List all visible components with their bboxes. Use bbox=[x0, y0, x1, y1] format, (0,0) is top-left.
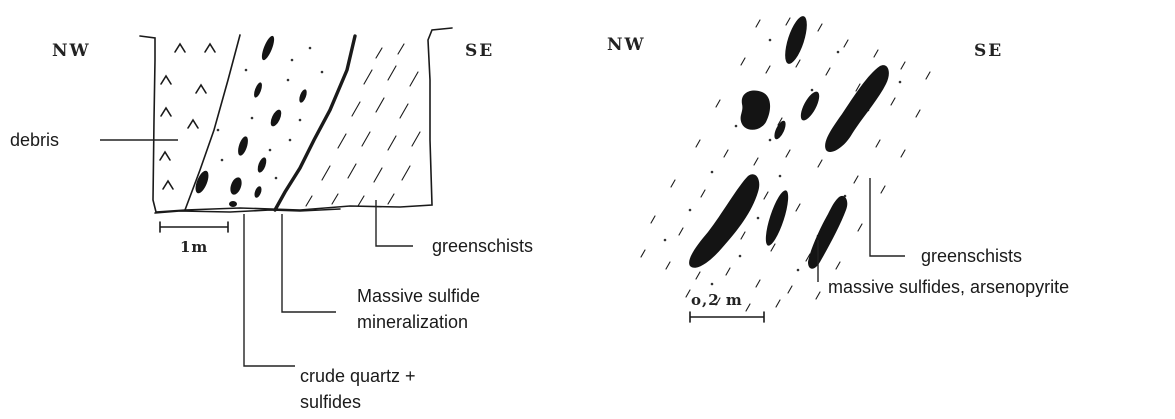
massive-sulfide-lenses bbox=[689, 14, 889, 269]
left-scale-label: 1m bbox=[180, 238, 208, 256]
right-scale-bar: o,2 m bbox=[690, 291, 764, 322]
left-scale-bar: 1m bbox=[160, 222, 228, 256]
massive-sulfide-label-line2: mineralization bbox=[357, 312, 468, 332]
right-scale-label: o,2 m bbox=[691, 291, 743, 309]
massive-sulfide-vein bbox=[275, 36, 355, 210]
right-greenschists-label: greenschists bbox=[921, 246, 1022, 266]
debris-carets bbox=[160, 44, 215, 189]
massive-sulfide-leader bbox=[282, 214, 336, 312]
debris-label: debris bbox=[10, 130, 59, 150]
right-cross-section: NW SE bbox=[607, 14, 1069, 322]
left-nw-label: NW bbox=[52, 41, 91, 61]
right-greenschist-texture bbox=[641, 18, 930, 311]
left-trench-outline bbox=[140, 28, 452, 212]
massive-sulfides-label: massive sulfides, arsenopyrite bbox=[828, 277, 1069, 297]
massive-sulfide-label-line1: Massive sulfide bbox=[357, 286, 480, 306]
right-nw-label: NW bbox=[607, 35, 646, 55]
left-se-label: SE bbox=[465, 41, 494, 61]
left-greenschists-label: greenschists bbox=[432, 236, 533, 256]
left-cross-section: NW SE bbox=[10, 28, 533, 412]
quartz-label-line1: crude quartz + bbox=[300, 366, 416, 386]
right-greenschists-leader bbox=[870, 178, 905, 256]
quartz-label-line2: sulfides bbox=[300, 392, 361, 412]
quartz-leader bbox=[244, 214, 295, 366]
right-se-label: SE bbox=[974, 41, 1003, 61]
quartz-dots bbox=[217, 47, 324, 180]
